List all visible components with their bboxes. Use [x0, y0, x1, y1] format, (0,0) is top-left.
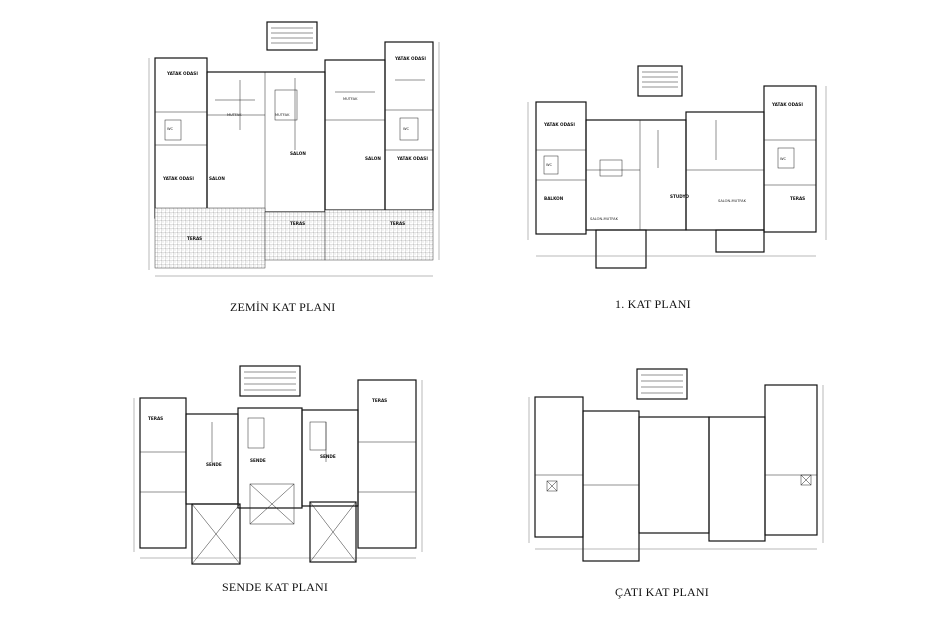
roof-left-wing [534, 396, 584, 538]
roof-drawing [528, 368, 824, 562]
room-label: WC [403, 127, 410, 131]
room-label: SALON [365, 156, 381, 161]
mezzanine-title: SENDE KAT PLANI [222, 580, 329, 594]
terrace-left [154, 207, 266, 269]
right-center-walls [324, 59, 386, 211]
roof-right-center [708, 416, 766, 542]
stairwell [266, 21, 318, 51]
void-right [309, 501, 357, 563]
room-label: SALON-MUTFAK [718, 199, 747, 203]
void-left [191, 503, 241, 565]
roof-center [638, 416, 710, 534]
stairwell [239, 365, 301, 397]
room-label: MUTFAK [227, 113, 242, 117]
first-floor-drawing: YATAK ODASI YATAK ODASI STUDYO SALON-MUT… [527, 65, 827, 269]
center-left-walls [585, 119, 687, 231]
right-wing-walls [763, 85, 817, 233]
stairwell [636, 368, 688, 400]
sende-center-walls [237, 407, 303, 509]
room-label: SALON [209, 176, 225, 181]
room-label: YATAK ODASI [771, 102, 803, 107]
center-right-walls [685, 111, 765, 231]
room-label: YATAK ODASI [396, 156, 428, 161]
room-label: WC [167, 127, 174, 131]
room-label: TERAS [790, 196, 805, 201]
roof-title: ÇATI KAT PLANI [615, 585, 709, 599]
roof-left-center [582, 410, 640, 562]
void-center [249, 483, 295, 525]
room-label: BALKON [544, 196, 564, 201]
terrace-right [324, 209, 434, 261]
balcony-walls [595, 229, 647, 269]
room-label: YATAK ODASI [394, 56, 426, 61]
right-wing-walls [357, 379, 417, 549]
room-label: TERAS [290, 221, 305, 226]
room-label: TERAS [372, 398, 387, 403]
mezzanine-drawing: TERAS TERAS SENDE SENDE SENDE [133, 365, 423, 565]
ground-floor-plan: YATAK ODASI YATAK ODASI YATAK ODASI YATA… [145, 20, 445, 282]
room-label: SALON-MUTFAK [590, 217, 619, 221]
room-label: SENDE [206, 462, 222, 467]
stairwell [637, 65, 683, 97]
room-label: MUTFAK [275, 113, 290, 117]
room-label: YATAK ODASI [166, 71, 198, 76]
room-label: STUDYO [670, 194, 689, 199]
room-label: MUTFAK [343, 97, 358, 101]
roof-right-wing [764, 384, 818, 536]
room-label: YATAK ODASI [162, 176, 194, 181]
roof-plan [525, 365, 835, 565]
center-walls [206, 71, 326, 213]
room-label: WC [780, 157, 787, 161]
ground-floor-title: ZEMİN KAT PLANI [230, 300, 336, 314]
balcony-right-walls [715, 229, 765, 253]
right-wing-walls [384, 41, 434, 211]
room-label: SALON [290, 151, 306, 156]
room-label: WC [546, 163, 553, 167]
room-label: TERAS [187, 236, 202, 241]
mezzanine-plan: TERAS TERAS SENDE SENDE SENDE [130, 362, 430, 577]
first-floor-title: 1. KAT PLANI [615, 297, 691, 311]
room-label: SENDE [320, 454, 336, 459]
ground-floor-drawing: YATAK ODASI YATAK ODASI YATAK ODASI YATA… [148, 21, 440, 277]
terrace-center [264, 211, 326, 261]
first-floor-plan: YATAK ODASI YATAK ODASI STUDYO SALON-MUT… [520, 60, 840, 275]
room-label: YATAK ODASI [543, 122, 575, 127]
room-label: TERAS [390, 221, 405, 226]
room-label: TERAS [148, 416, 163, 421]
room-label: SENDE [250, 458, 266, 463]
